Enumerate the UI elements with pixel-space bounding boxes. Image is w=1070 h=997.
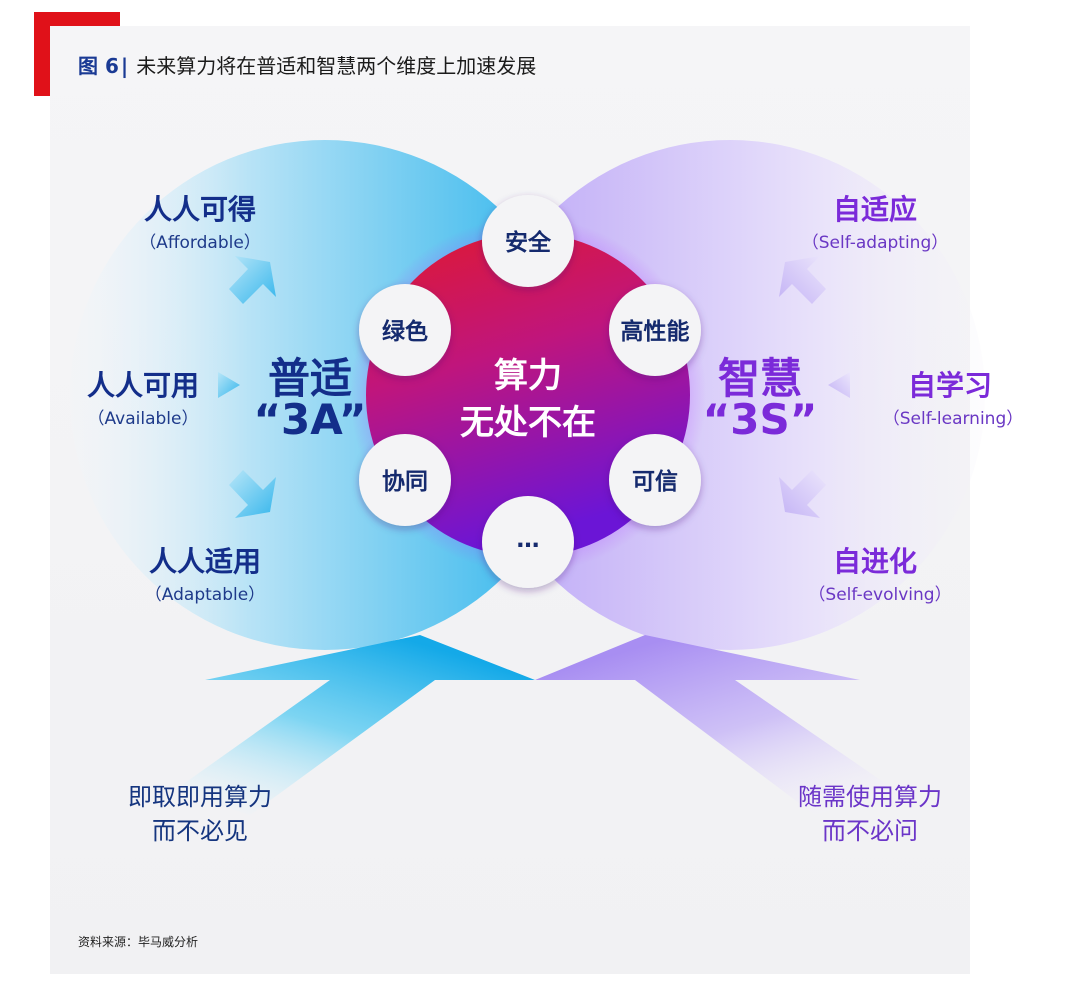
title-separator: | [120,54,129,78]
node-safety [482,195,574,287]
arrow-icon [779,256,826,304]
center-line1: 算力 [494,356,562,396]
right-bottom-line1: 随需使用算力 [798,783,942,811]
node-green-label: 绿色 [382,318,428,345]
left-item-2-en: （Available） [87,409,199,429]
node-performance [609,284,701,376]
center-line2: 无处不在 [460,403,596,443]
node-collaboration-label: 协同 [382,469,428,495]
arrow-icon [229,470,276,518]
left-item-3-en: （Adaptable） [144,585,266,605]
node-safety-label: 安全 [505,229,552,256]
source-note: 资料来源：毕马威分析 [78,935,199,949]
right-item-1-en: （Self-adapting） [801,233,949,253]
left-bottom-text: 即取即用算力 而不必见 [100,780,300,848]
left-item-1-en: （Affordable） [139,233,261,253]
node-performance-label: 高性能 [621,318,690,345]
right-item-2-zh: 自学习 [907,369,992,402]
right-beam [535,635,895,815]
right-item-2-en: （Self-learning） [882,409,1024,429]
left-bottom-line2: 而不必见 [152,817,248,845]
right-bottom-text: 随需使用算力 而不必问 [770,780,970,848]
right-item-3-zh: 自进化 [832,545,917,578]
left-bottom-line1: 即取即用算力 [128,783,272,811]
left-heading-1: 普适 [267,354,352,403]
right-heading-2: “3S” [702,395,818,444]
arrow-icon [218,372,240,398]
left-item-1-zh: 人人可得 [143,193,256,226]
arrow-icon [779,470,826,518]
node-more-label: … [517,527,540,553]
right-item-1-zh: 自适应 [832,193,917,226]
node-trusted [609,434,701,526]
arrow-icon [229,256,276,304]
left-heading-2: “3A” [253,395,367,444]
right-item-3-en: （Self-evolving） [808,585,952,605]
figure-title: 图 6| 未来算力将在普适和智慧两个维度上加速发展 [78,50,536,79]
left-beam [175,635,535,815]
node-more [482,496,574,588]
left-item-3-zh: 人人适用 [148,545,261,578]
node-collaboration [359,434,451,526]
figure-label: 图 6 [78,54,119,78]
panel-corner [50,26,120,96]
node-green [359,284,451,376]
node-trusted-label: 可信 [632,468,678,495]
arrow-icon [828,372,850,398]
title-text: 未来算力将在普适和智慧两个维度上加速发展 [136,54,537,78]
right-heading-1: 智慧 [717,354,802,403]
right-bottom-line2: 而不必问 [822,817,918,845]
left-item-2-zh: 人人可用 [86,369,199,402]
